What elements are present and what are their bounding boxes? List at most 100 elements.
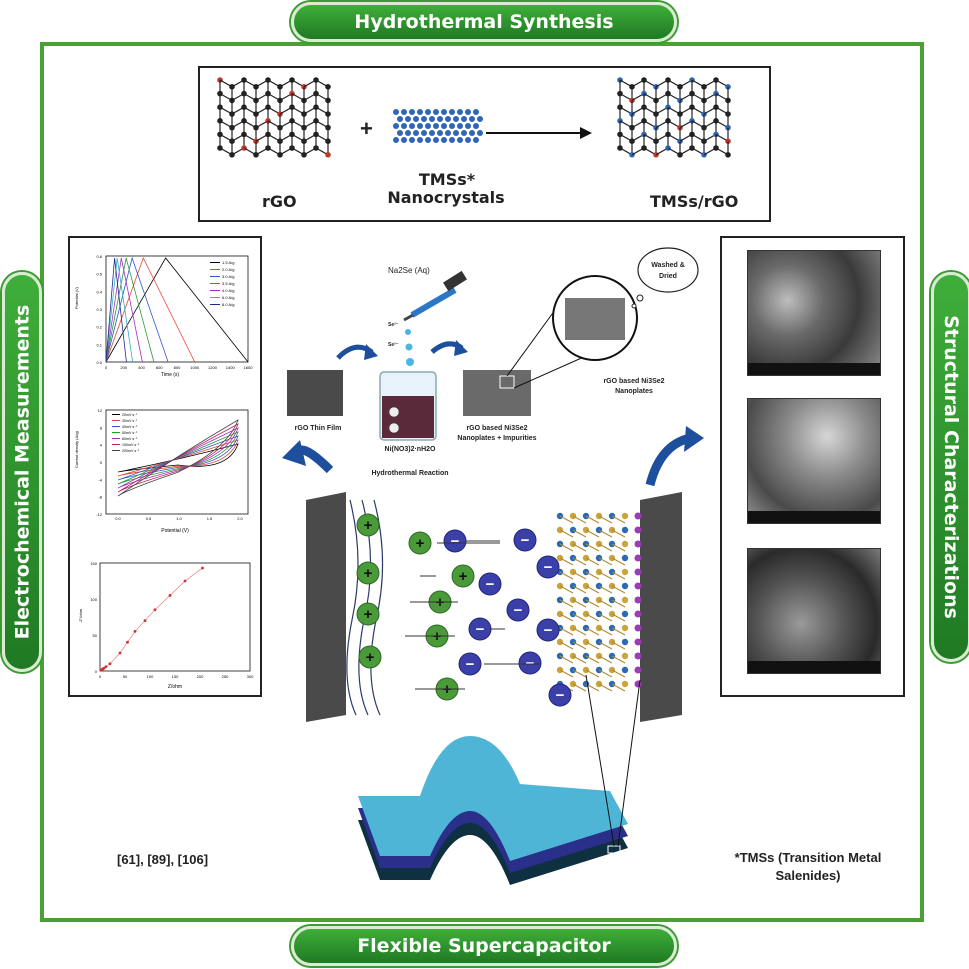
gcd-curve [105, 257, 127, 363]
gcd-ytick: 0.5 [96, 272, 102, 277]
gcd-xtick: 200 [120, 365, 127, 370]
nanocrystal-dot [461, 130, 467, 136]
nyquist-point [143, 619, 147, 622]
nanocrystal-dot [457, 137, 463, 143]
tms-nanocrystals [393, 109, 483, 143]
cv-ylabel: Current density (A/g) [74, 430, 79, 468]
nyquist-point [168, 594, 172, 597]
gcd-ylabel: Potential (V) [74, 286, 79, 309]
rgo-molecule [217, 77, 331, 158]
nanocrystal-dot [441, 137, 447, 143]
footnote-line2: Salenides) [775, 868, 841, 883]
gcd-curve [105, 257, 155, 363]
nanocrystal-dot [469, 130, 475, 136]
gcd-xtick: 1600 [244, 365, 254, 370]
nanocrystal-dot [397, 130, 403, 136]
gcd-ytick: 0.0 [96, 360, 102, 365]
tms-label-line2: Nanocrystals [387, 188, 505, 207]
drop-label-1: Se²⁻ [388, 322, 399, 328]
reaction-arrowhead [580, 127, 592, 139]
nanocrystal-dot [433, 109, 439, 115]
nyquist-plot-frame [99, 562, 251, 672]
nyquist-ytick: 150 [90, 561, 97, 566]
cv-xtick: 1.5 [207, 516, 213, 521]
nanocrystal-dot [405, 130, 411, 136]
banner-top-text: Hydrothermal Synthesis [354, 11, 614, 33]
nyquist-xtick: 250 [222, 674, 229, 679]
nanocrystal-dot [429, 130, 435, 136]
sem-image-3-scalebar [748, 661, 880, 673]
product-label-line2: Nanoplates + Impurities [457, 435, 537, 442]
banner-flexible-supercapacitor: Flexible Supercapacitor [291, 926, 677, 966]
footnote-line1: *TMSs (Transition Metal [734, 850, 882, 865]
beaker-label: Ni(NO3)2·nH2O [384, 446, 436, 453]
gcd-ytick: 0.3 [96, 307, 102, 312]
atom [325, 152, 331, 158]
nanocrystal-dot [433, 123, 439, 129]
sem-image-3 [747, 548, 881, 674]
cv-xtick: 0.5 [146, 516, 152, 521]
banner-structural-characterizations: Structural Characterizations [931, 272, 969, 662]
gcd-xtick: 1400 [226, 365, 236, 370]
cv-xlabel: Potential (V) [161, 528, 189, 534]
final-label-line2: Nanoplates [615, 388, 653, 395]
cv-ytick: -12 [96, 512, 103, 517]
gcd-legend-item: 2.0 A/g [222, 267, 234, 272]
cv-curve [117, 419, 239, 497]
nanocrystal-dot [393, 109, 399, 115]
nanocrystal-dot [413, 130, 419, 136]
nanocrystal-dot [457, 109, 463, 115]
bubble-label-line1: Washed & [651, 262, 685, 269]
gcd-legend-item: 6.0 A/g [222, 295, 234, 300]
nanocrystal-dot [425, 109, 431, 115]
nanocrystal-dot [441, 109, 447, 115]
nanocrystal-dot [393, 137, 399, 143]
final-label-line1: rGO based Ni3Se2 [603, 378, 665, 385]
rgo-label: rGO [262, 192, 297, 211]
sem-image-1-scalebar [748, 363, 880, 375]
gcd-legend-item: 3.0 A/g [222, 274, 234, 279]
nyquist-xtick: 0 [99, 674, 102, 679]
gcd-curve [105, 257, 249, 363]
cv-ytick: 0 [100, 460, 103, 465]
banner-bottom-text: Flexible Supercapacitor [357, 935, 611, 957]
nanocrystal-dot [465, 123, 471, 129]
nanocrystal-dot [429, 116, 435, 122]
reagent-label: Na2Se (Aq) [388, 266, 430, 275]
cv-ytick: -4 [98, 477, 102, 482]
cv-plot-frame [105, 409, 249, 515]
cv-legend-item: 200mV s⁻¹ [122, 449, 140, 453]
cv-chart: Current density (A/g) Potential (V) 1284… [74, 408, 249, 534]
nyquist-xtick: 50 [123, 674, 128, 679]
reaction-box: + rGO TMSs* Nanocrystals TMSs/rGO [198, 66, 771, 222]
nanocrystal-dot [449, 109, 455, 115]
banner-hydrothermal-synthesis: Hydrothermal Synthesis [291, 2, 677, 42]
nanocrystal-dot [473, 123, 479, 129]
nanocrystal-dot [453, 130, 459, 136]
gcd-xtick: 1200 [208, 365, 218, 370]
tms-rgo-label: TMSs/rGO [650, 192, 739, 211]
sem-image-2-scalebar [748, 511, 880, 523]
sem-image-1 [747, 250, 881, 376]
gcd-curve [105, 256, 169, 363]
nanocrystal-dot [417, 123, 423, 129]
nanocrystal-dot [465, 109, 471, 115]
atom [725, 152, 731, 158]
nyquist-xlabel: Z/ohm [168, 684, 182, 690]
nanocrystal-dot [417, 109, 423, 115]
nanocrystal-dot [421, 130, 427, 136]
cv-legend-item: 20mV s⁻¹ [122, 413, 138, 417]
cv-xtick: 2.0 [237, 516, 243, 521]
nyquist-point [108, 662, 112, 666]
nyquist-point [118, 651, 122, 655]
nyquist-point [201, 566, 204, 570]
nanocrystal-dot [465, 137, 471, 143]
tms-label-line1: TMSs* [418, 170, 476, 189]
nanocrystal-dot [421, 116, 427, 122]
gcd-curve [105, 256, 196, 363]
cv-xtick: 1.0 [176, 516, 182, 521]
nyquist-xtick: 100 [147, 674, 154, 679]
nyquist-ylabel: -Z''/ohm [78, 608, 83, 623]
